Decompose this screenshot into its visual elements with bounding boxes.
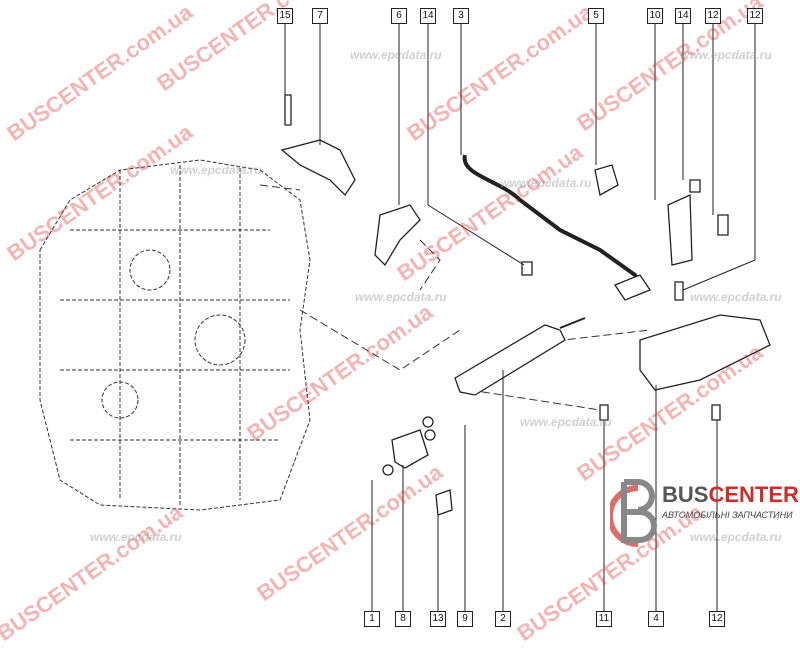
seal-9 — [422, 416, 434, 428]
pipe-connector — [614, 274, 651, 301]
heat-shield-4 — [639, 314, 771, 391]
leader-lines-dashed — [259, 184, 651, 411]
logo-mark-icon — [610, 479, 657, 547]
bolt-15 — [284, 94, 292, 126]
fuel-pipe-3 — [462, 154, 642, 286]
callout-6[interactable]: 6 — [391, 8, 407, 24]
callout-10[interactable]: 10 — [647, 8, 663, 24]
rail-nozzle — [559, 317, 586, 329]
callout-11[interactable]: 11 — [596, 611, 612, 627]
bolt-11 — [599, 404, 609, 421]
callout-1[interactable]: 1 — [364, 611, 380, 627]
callout-12b[interactable]: 12 — [747, 8, 763, 24]
fuel-rail-2 — [454, 324, 566, 396]
callout-14b[interactable]: 14 — [675, 8, 691, 24]
callout-14[interactable]: 14 — [420, 8, 436, 24]
callout-3[interactable]: 3 — [453, 8, 469, 24]
bracket-10 — [667, 194, 693, 266]
callout-2[interactable]: 2 — [495, 611, 511, 627]
callout-15[interactable]: 15 — [277, 8, 293, 24]
bracket-7 — [280, 139, 356, 197]
logo-brand: BUSCENTER — [662, 482, 799, 507]
callout-9[interactable]: 9 — [457, 611, 473, 627]
callout-4[interactable]: 4 — [648, 611, 664, 627]
callout-12[interactable]: 12 — [705, 8, 721, 24]
cover-6 — [374, 204, 421, 267]
clip-14b — [689, 179, 701, 193]
callout-7[interactable]: 7 — [312, 8, 328, 24]
seal-1 — [382, 464, 394, 476]
buscenter-logo: BUSCENTER АВТОМОБІЛЬНІ ЗАПЧАСТИНИ — [610, 478, 800, 548]
clip-5 — [594, 164, 619, 197]
parts — [280, 94, 771, 516]
callout-leaders — [284, 23, 756, 611]
clip-14 — [521, 261, 533, 276]
bolt-12b — [674, 281, 684, 301]
callout-13[interactable]: 13 — [430, 611, 446, 627]
callout-5[interactable]: 5 — [588, 8, 604, 24]
clip-13 — [435, 489, 453, 516]
callout-8[interactable]: 8 — [395, 611, 411, 627]
injector-8 — [391, 429, 429, 469]
logo-tagline: АВТОМОБІЛЬНІ ЗАПЧАСТИНИ — [662, 510, 793, 520]
bolt-12c — [711, 404, 721, 421]
engine-block-outline — [39, 159, 311, 511]
callout-12c[interactable]: 12 — [709, 611, 725, 627]
bolt-12 — [717, 214, 729, 236]
